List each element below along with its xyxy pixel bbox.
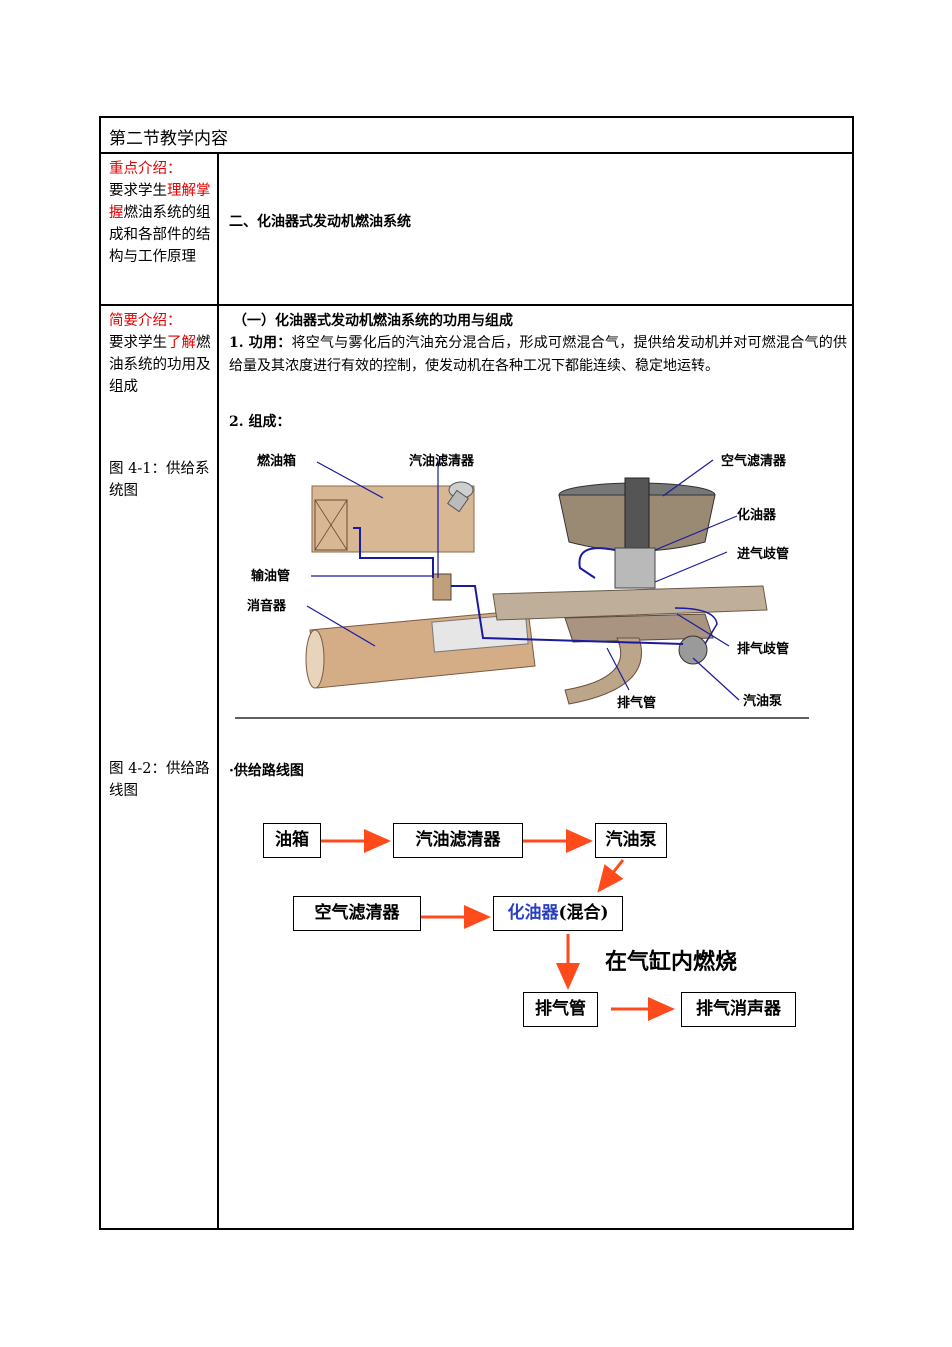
fuel-line-to-carburetor (578, 547, 616, 579)
exhaust-pipe-shape (564, 637, 642, 705)
flow-box-muffler: 排气消声器 (681, 992, 796, 1027)
fig2-caption: 图 4-2：供给路线图 (109, 761, 210, 799)
fig1-caption: 图 4-1：供给系统图 (109, 461, 210, 499)
carburetor-shape (614, 547, 656, 589)
section-heading: 二、化油器式发动机燃油系统 (229, 214, 411, 230)
table-title: 第二节教学内容 (109, 129, 228, 149)
composition-label: 2. 组成： (229, 414, 291, 430)
function-text: 将空气与雾化后的汽油充分混合后，形成可燃混合气，提供给发动机并对可燃混合气的供给… (229, 335, 847, 374)
focus-label: 重点介绍： (109, 161, 182, 177)
fuel-pump-shape (678, 635, 708, 665)
flow-box-pump: 汽油泵 (595, 823, 667, 858)
row1-left-note: 重点介绍： 要求学生理解掌握燃油系统的组成和各部件的结构与工作原理 (109, 158, 213, 268)
label-exhaust-manifold: 排气歧管 (737, 642, 790, 657)
brief-label: 简要介绍： (109, 313, 182, 329)
flow-box-exhaust-pipe: 排气管 (523, 992, 598, 1027)
route-title: ·供给路线图 (229, 763, 304, 779)
flow-box-carburetor: 化油器(混合) (493, 896, 623, 931)
row-divider (101, 304, 852, 306)
intake-manifold-shape (492, 585, 768, 621)
label-muffler: 消音器 (247, 599, 287, 614)
column-divider (217, 154, 219, 1228)
fuel-line-to-filter (353, 527, 434, 578)
row2-left-note: 简要介绍： 要求学生了解燃油系统的功用及组成 (109, 310, 213, 398)
label-intake-manifold: 进气歧管 (737, 547, 790, 562)
brief-text-post: 燃油系统的功用及组成 (109, 335, 211, 395)
fuel-line-to-pump (451, 585, 684, 645)
flow-burn-note: 在气缸内燃烧 (605, 949, 738, 975)
flow-box-tank: 油箱 (263, 823, 321, 858)
arrow-pump-to-carb (597, 859, 625, 893)
flow-carb-suffix: (混合) (558, 903, 609, 923)
content-table: 第二节教学内容 重点介绍： 要求学生理解掌握燃油系统的组成和各部件的结构与工作原… (99, 116, 854, 1230)
muffler-insert-shape (431, 613, 529, 653)
function-label: 1. 功用： (229, 335, 292, 351)
label-carburetor: 化油器 (737, 508, 777, 523)
subheading: （一）化油器式发动机燃油系统的功用与组成 (233, 313, 513, 329)
label-fuel-pump: 汽油泵 (743, 694, 783, 709)
label-fuel-filter: 汽油滤清器 (409, 454, 475, 469)
table-title-row: 第二节教学内容 (101, 118, 852, 154)
fuel-tank-shape (311, 485, 475, 553)
focus-text-pre: 要求学生 (109, 183, 167, 199)
focus-text-red: 理解掌握 (109, 183, 211, 221)
function-paragraph: 1. 功用：将空气与雾化后的汽油充分混合后，形成可燃混合气，提供给发动机并对可燃… (229, 332, 847, 378)
brief-text-pre: 要求学生 (109, 335, 167, 351)
focus-text-post: 燃油系统的组成和各部件的结构与工作原理 (109, 205, 211, 265)
leader-lines (306, 459, 740, 701)
flow-box-filter: 汽油滤清器 (393, 823, 523, 858)
fuel-system-illustration (235, 459, 809, 719)
fuel-system-diagram: 燃油箱 汽油滤清器 空气滤清器 化油器 进气歧管 输油管 消音器 排气歧管 排气… (235, 438, 809, 720)
label-air-filter: 空气滤清器 (721, 454, 787, 469)
flow-box-air-filter: 空气滤清器 (293, 896, 421, 931)
flow-carb-label: 化油器 (507, 903, 559, 923)
exhaust-manifold-shape (564, 613, 714, 643)
brief-text-red: 了解 (167, 335, 196, 351)
label-fuel-tank: 燃油箱 (257, 454, 297, 469)
label-exhaust-pipe: 排气管 (617, 696, 657, 711)
fuel-tank-panel (314, 499, 348, 551)
label-fuel-line: 输油管 (251, 569, 291, 584)
flow-arrows (321, 829, 675, 1021)
